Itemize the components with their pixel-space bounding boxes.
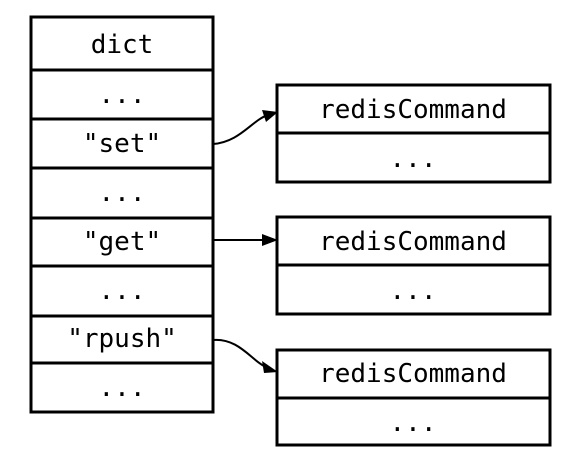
redis-command-title: redisCommand: [319, 359, 507, 389]
redis-command-box-get: redisCommand ...: [275, 215, 552, 316]
arrow-get-to-command: [213, 234, 278, 246]
dict-cell-set: "set": [83, 129, 161, 159]
redis-command-body: ...: [390, 408, 437, 438]
dict-table-border: [29, 15, 215, 414]
dict-cell-ellipsis: ...: [99, 178, 146, 208]
dict-cell-ellipsis: ...: [99, 80, 146, 110]
redis-command-title: redisCommand: [319, 95, 507, 125]
redis-command-body: ...: [390, 276, 437, 306]
dict-table: dict ... "set" ... "get" ... "rpush" ...: [29, 15, 215, 414]
arrow-line: [212, 114, 269, 145]
redis-command-title: redisCommand: [319, 227, 507, 257]
redis-command-box-set: redisCommand ...: [275, 83, 552, 184]
arrow-head-icon: [262, 361, 278, 373]
arrow-head-icon: [262, 234, 278, 246]
dict-cell-ellipsis: ...: [99, 276, 146, 306]
dict-cell-ellipsis: ...: [99, 373, 146, 403]
dict-header: dict: [91, 30, 154, 60]
redis-command-body: ...: [390, 144, 437, 174]
redis-command-box-rpush: redisCommand ...: [275, 348, 552, 447]
dict-cell-rpush: "rpush": [67, 324, 177, 354]
dict-cell-get: "get": [83, 227, 161, 257]
arrow-set-to-command: [212, 110, 278, 145]
arrow-rpush-to-command: [212, 338, 278, 373]
arrow-line: [212, 338, 269, 369]
arrow-head-icon: [262, 110, 278, 122]
